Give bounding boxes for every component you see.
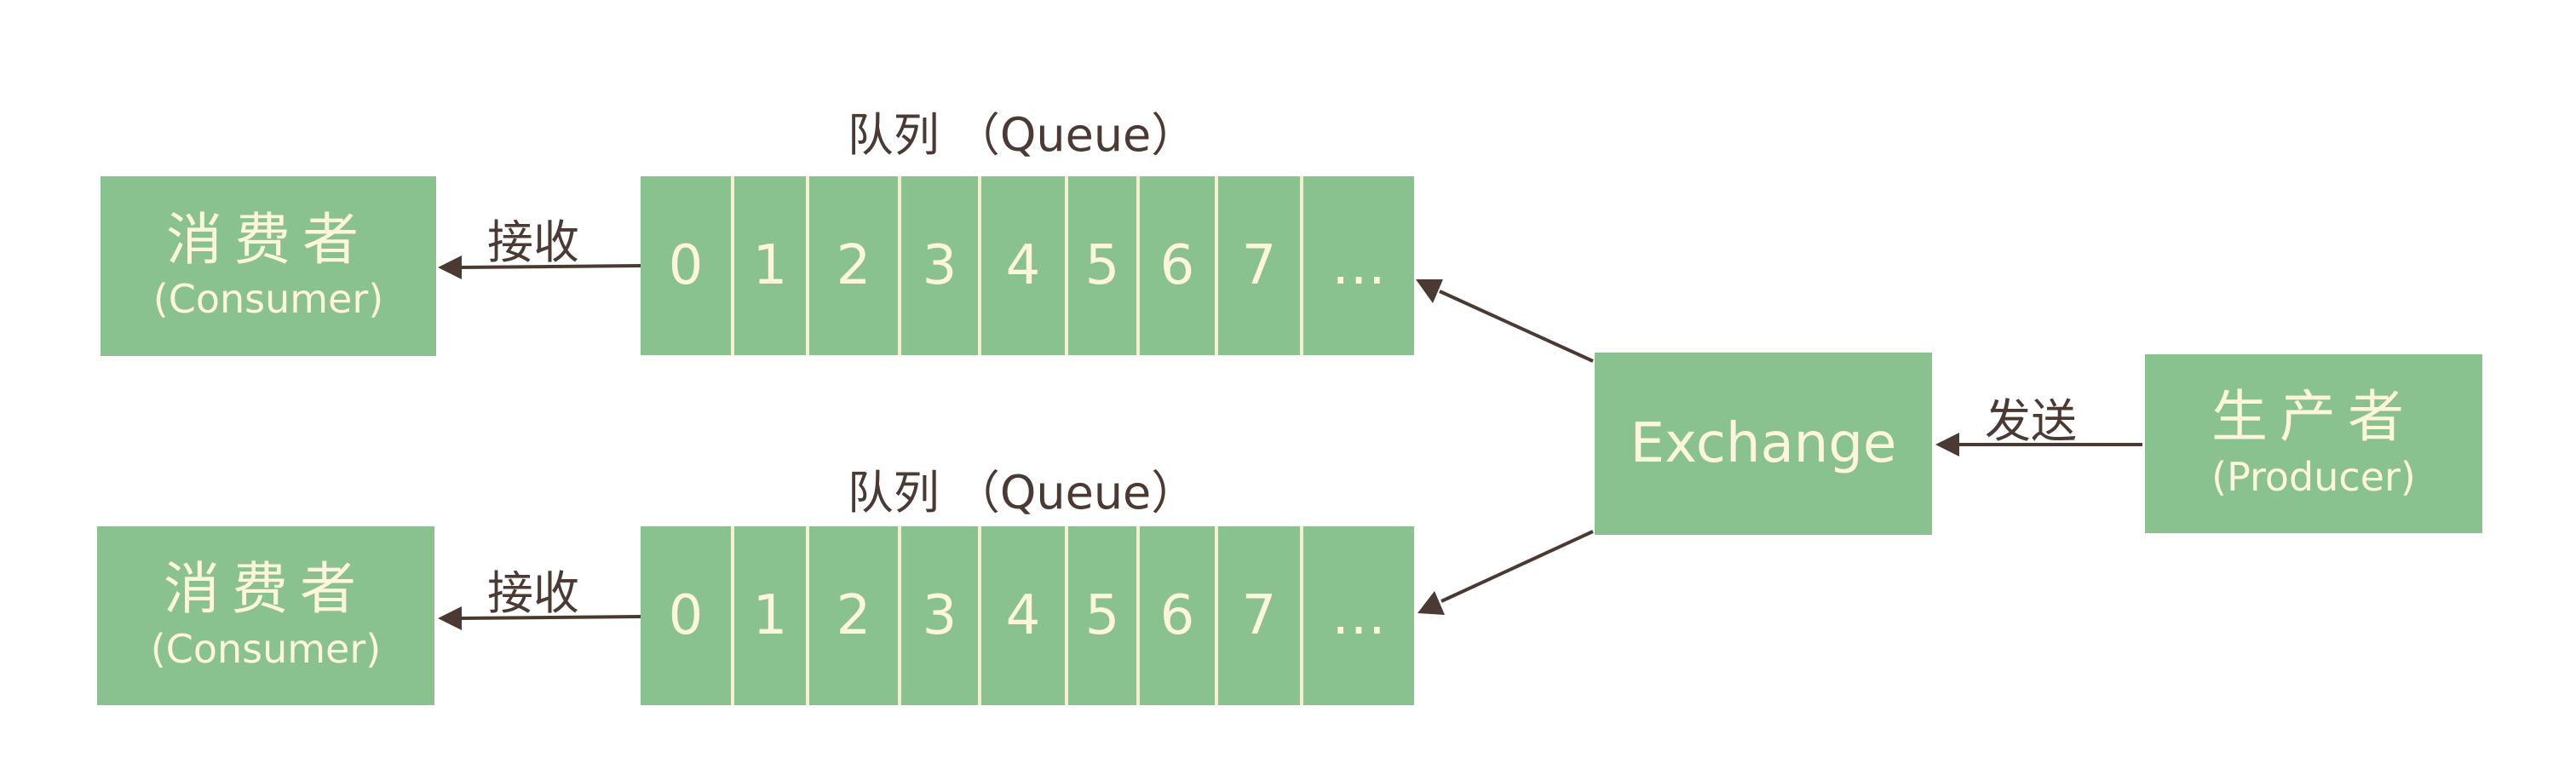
consumer-subtitle: (Consumer) (150, 625, 382, 672)
receive-label-1: 接收 (487, 215, 579, 269)
queue-cell: 6 (1140, 526, 1218, 705)
queue-cell: 2 (809, 176, 901, 355)
producer-subtitle: (Producer) (2211, 453, 2416, 500)
consumer-box-1: 消费者 (Consumer) (101, 176, 436, 356)
send-label: 发送 (1985, 394, 2077, 448)
queue-cell: 0 (641, 176, 734, 355)
consumer-box-2: 消费者 (Consumer) (97, 526, 434, 705)
exchange-box: Exchange (1595, 353, 1932, 535)
queue-cell-ellipsis: … (1331, 584, 1386, 647)
queue-title-1: 队列 （Queue） (847, 108, 1198, 162)
receive-arrow-1 (459, 264, 641, 269)
receive-label-2: 接收 (487, 566, 579, 620)
queue-cell: 4 (981, 176, 1068, 355)
exchange-name: Exchange (1630, 411, 1897, 475)
queue-cell: 0 (641, 526, 734, 705)
queue-cell: 4 (981, 526, 1068, 705)
queue-1: 0 1 2 3 4 5 6 7 … (641, 176, 1414, 355)
queue-cell: 5 (1068, 176, 1140, 355)
queue-cell: 1 (734, 176, 809, 355)
queue-cell: 2 (809, 526, 901, 705)
receive-arrow-2 (459, 615, 641, 620)
queue-cell: 6 (1140, 176, 1218, 355)
queue-cell: 7 (1218, 176, 1303, 355)
receive-arrowhead-1 (438, 255, 462, 279)
queue-cell: 7 (1218, 526, 1303, 705)
exchange-to-queue-2-arrowhead (1417, 591, 1445, 615)
producer-name: 生产者 (2211, 384, 2416, 451)
queue-2: 0 1 2 3 4 5 6 7 … (641, 526, 1414, 705)
receive-arrowhead-2 (438, 606, 462, 630)
queue-cell: 3 (901, 176, 981, 355)
exchange-to-queue-1-arrow (1439, 290, 1594, 363)
exchange-to-queue-1-arrowhead (1416, 279, 1443, 303)
exchange-to-queue-2-arrow (1440, 530, 1594, 603)
queue-cell: 5 (1068, 526, 1140, 705)
send-arrowhead (1935, 433, 1959, 456)
queue-cell: 3 (901, 526, 981, 705)
queue-title-2: 队列 （Queue） (847, 466, 1198, 520)
queue-cell-ellipsis: … (1331, 234, 1386, 297)
consumer-name: 消费者 (166, 206, 371, 273)
queue-cell: 1 (734, 526, 809, 705)
consumer-name: 消费者 (164, 556, 368, 623)
producer-box: 生产者 (Producer) (2145, 354, 2482, 533)
consumer-subtitle: (Consumer) (152, 276, 384, 323)
